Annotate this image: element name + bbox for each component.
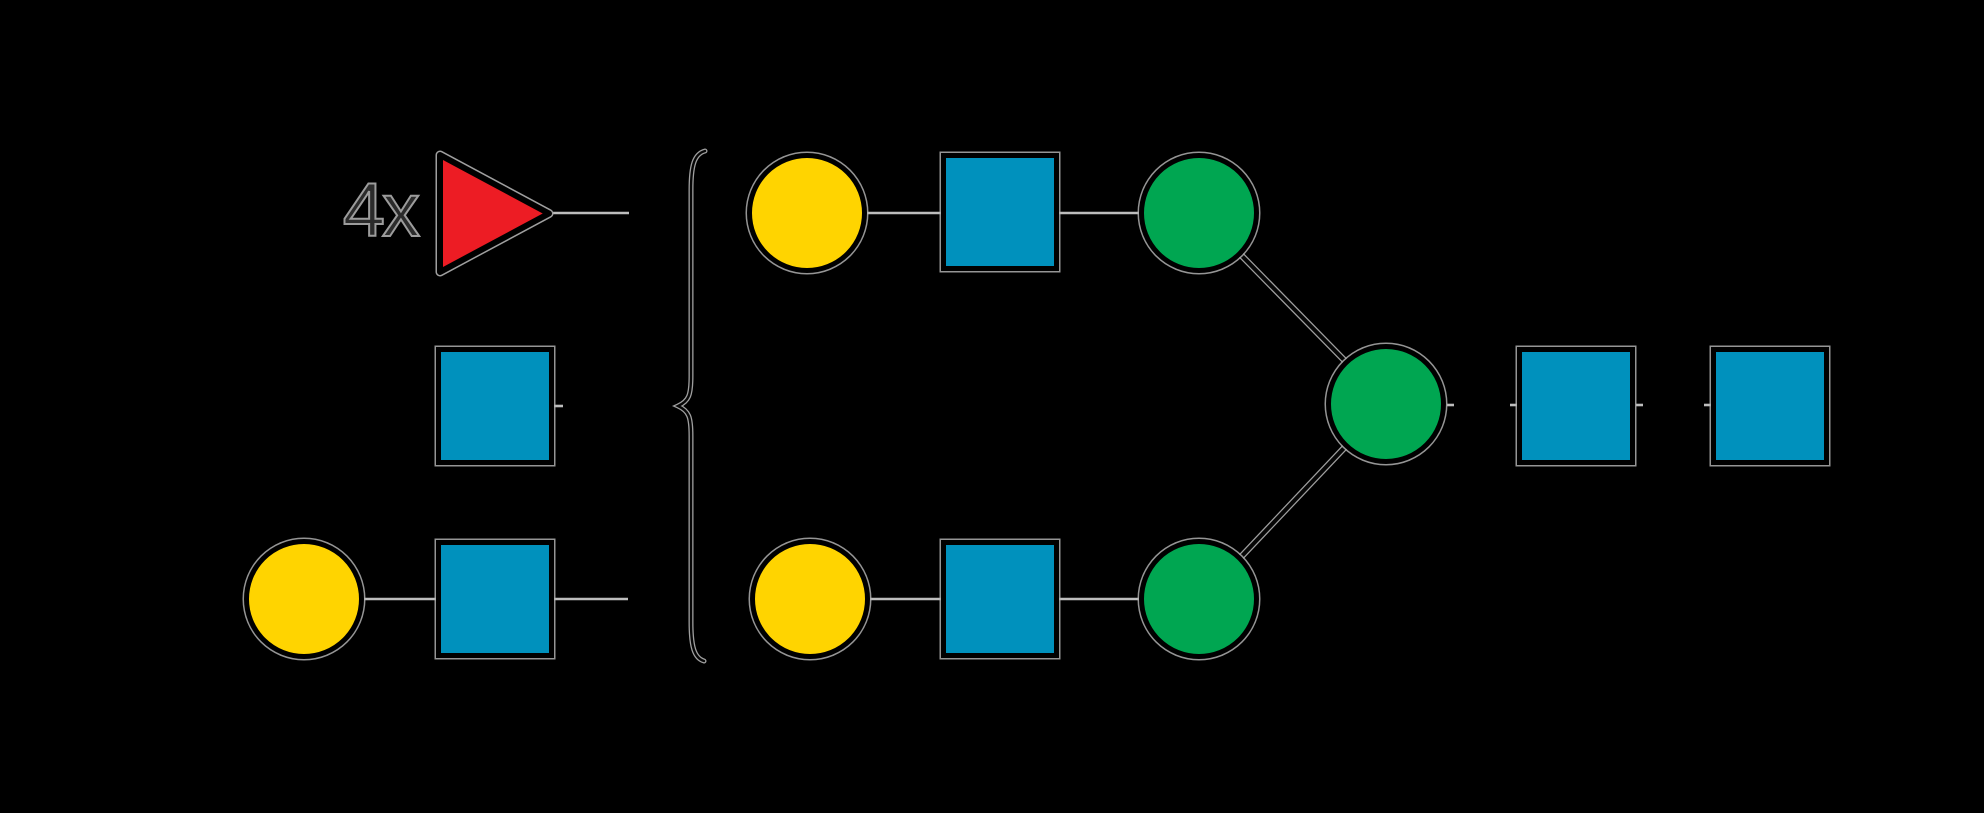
mannose-circle-core-icon — [1326, 344, 1446, 464]
glcnac-square-core-2-icon — [1711, 347, 1829, 465]
glcnac-square-top-icon — [941, 153, 1059, 271]
mannose-circle-bottom-icon — [1139, 539, 1259, 659]
mannose-circle-top-icon — [1139, 153, 1259, 273]
galactose-circle-bottom-icon — [750, 539, 870, 659]
glcnac-square-bottom-left-icon — [436, 540, 554, 658]
glcnac-square-middle-left-icon — [436, 347, 554, 465]
repeat-count-label: 4x — [342, 168, 421, 253]
glcnac-square-bottom-icon — [941, 540, 1059, 658]
glcnac-square-core-1-icon — [1517, 347, 1635, 465]
fucose-triangle-icon — [435, 150, 554, 277]
link-man-top-to-core — [1237, 251, 1349, 365]
link-man-bottom-to-core — [1237, 443, 1349, 561]
galactose-circle-bottom-left-icon — [244, 539, 364, 659]
galactose-circle-top-icon — [747, 153, 867, 273]
repeat-brace-icon — [671, 148, 708, 664]
